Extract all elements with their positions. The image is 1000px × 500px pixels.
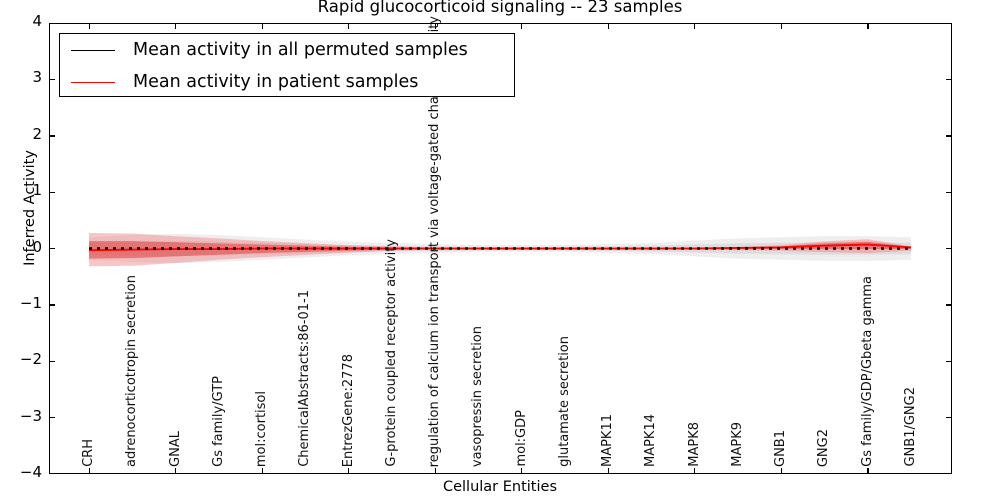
data-bands-layer xyxy=(49,23,952,474)
x-category-label: mol:GDP xyxy=(513,410,529,467)
y-tick-mark xyxy=(49,248,55,250)
patient-band-inner xyxy=(89,241,911,259)
legend-label-permuted: Mean activity in all permuted samples xyxy=(133,40,468,60)
x-category-label: vasopressin secretion xyxy=(470,325,486,467)
y-tick-mark-right xyxy=(946,417,952,419)
y-tick-mark xyxy=(49,78,55,81)
legend-line-red-icon xyxy=(71,81,115,83)
x-tick-mark-top xyxy=(261,23,263,29)
x-category-label: GNB1 xyxy=(773,430,789,467)
x-tick-mark-top xyxy=(867,23,869,29)
x-tick-mark-top xyxy=(694,23,696,29)
x-tick-mark xyxy=(434,468,436,474)
legend-entry-patient: Mean activity in patient samples xyxy=(60,66,514,98)
x-tick-mark xyxy=(521,468,523,474)
x-category-label: mol:cortisol xyxy=(254,390,270,467)
x-tick-mark xyxy=(780,468,782,474)
y-tick-label: 4 xyxy=(32,12,42,30)
x-tick-mark xyxy=(607,468,609,474)
x-tick-mark-top xyxy=(521,23,523,29)
y-tick-mark-right xyxy=(946,248,952,250)
y-tick-mark-right xyxy=(946,191,952,193)
x-category-label: Gs family/GTP xyxy=(210,376,226,467)
y-tick-mark xyxy=(49,360,55,363)
x-category-label: G-protein coupled receptor activity xyxy=(383,239,399,467)
x-category-label: CRH xyxy=(81,439,96,467)
x-axis-label: Cellular Entities xyxy=(442,479,558,495)
x-tick-mark-top xyxy=(348,23,350,29)
y-tick-label: 2 xyxy=(32,124,42,143)
legend-entry-permuted: Mean activity in all permuted samples xyxy=(60,34,514,66)
y-tick-label: −4 xyxy=(19,463,42,481)
y-tick-mark-right xyxy=(946,304,952,306)
x-category-label: Gs family/GDP/Gbeta gamma xyxy=(859,276,875,467)
chart-title: Rapid glucocorticoid signaling -- 23 sam… xyxy=(317,0,683,16)
x-tick-mark-top xyxy=(780,23,782,29)
y-tick-label: −2 xyxy=(19,350,42,369)
x-tick-mark-top xyxy=(434,23,436,29)
y-tick-label: −1 xyxy=(19,293,42,312)
y-tick-mark xyxy=(49,417,55,419)
y-tick-label: −3 xyxy=(19,406,42,425)
x-category-label: EntrezGene:2778 xyxy=(340,353,356,467)
x-category-label: GNB1/GNG2 xyxy=(903,387,918,467)
x-category-label: MAPK14 xyxy=(643,413,659,467)
y-tick-label: 3 xyxy=(32,68,42,87)
x-category-label: ChemicalAbstracts:86-01-1 xyxy=(297,290,313,467)
x-tick-mark xyxy=(88,468,90,474)
legend-line-black-icon xyxy=(71,49,115,51)
y-tick-mark-right xyxy=(946,135,952,137)
x-tick-mark xyxy=(175,468,177,474)
x-tick-mark xyxy=(867,468,869,474)
x-tick-mark xyxy=(348,468,350,474)
x-tick-mark xyxy=(261,468,263,474)
y-tick-mark-right xyxy=(946,78,952,81)
x-tick-mark-top xyxy=(607,23,609,29)
x-category-label: glutamate secretion xyxy=(556,336,572,467)
x-tick-mark-top xyxy=(175,23,177,29)
x-category-label: adrenocorticotropin secretion xyxy=(124,275,140,467)
x-category-label: MAPK8 xyxy=(686,422,702,467)
series-plot xyxy=(88,233,912,267)
x-category-label: MAPK11 xyxy=(600,413,616,467)
y-tick-mark xyxy=(49,135,55,137)
y-tick-label: 0 xyxy=(32,237,42,256)
x-tick-mark-top xyxy=(88,23,90,29)
y-tick-mark xyxy=(49,191,55,193)
legend-label-patient: Mean activity in patient samples xyxy=(133,72,419,92)
y-tick-label: 1 xyxy=(32,181,42,200)
x-category-label: GNAL xyxy=(167,431,183,467)
x-tick-mark xyxy=(694,468,696,474)
x-category-label: MAPK9 xyxy=(729,422,745,467)
y-tick-mark-right xyxy=(946,360,952,363)
x-category-label: GNG2 xyxy=(816,428,832,467)
y-tick-mark xyxy=(49,304,55,306)
chart-legend: Mean activity in all permuted samples Me… xyxy=(59,33,515,97)
